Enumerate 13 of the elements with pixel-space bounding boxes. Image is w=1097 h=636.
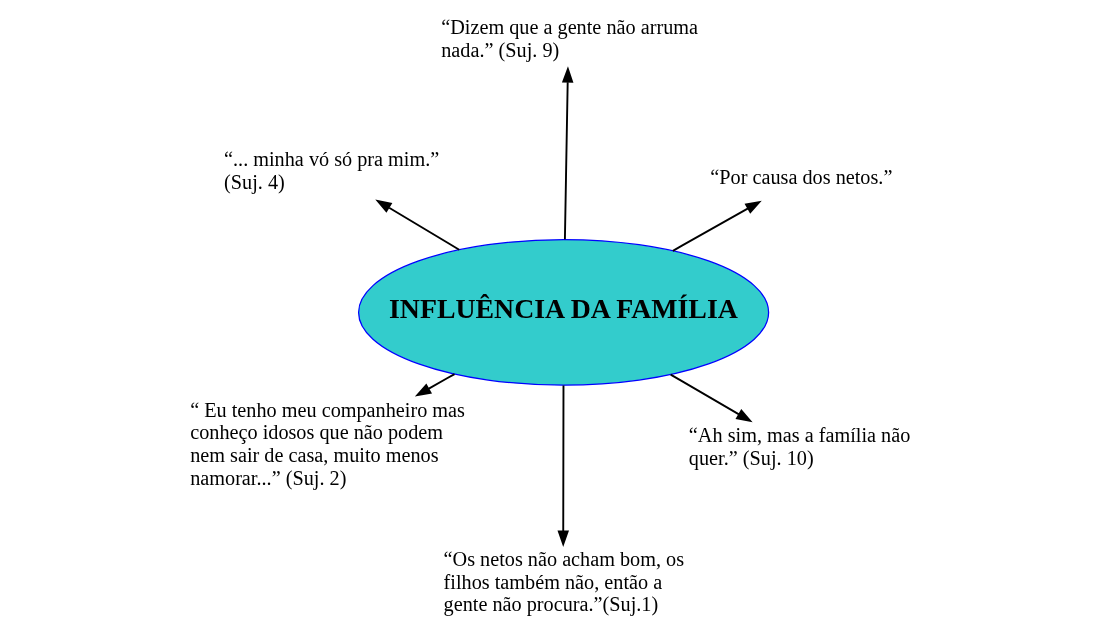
arrow — [556, 384, 569, 547]
node-text: “Dizem que a gente não arruma nada.” (Suj. 9) — [440, 16, 698, 62]
node-text: “Ah sim, mas a família não quer.” (Suj. 10) — [688, 424, 910, 470]
arrow — [374, 199, 460, 251]
node-text: “... minha vó só pra mim.” (Suj. 4) — [223, 148, 439, 194]
node-ellipse: INFLUÊNCIA DA FAMÍLIA — [357, 239, 769, 386]
node-text: “ Eu tenho meu companheiro mas conheço idosos que não podem nem sair de casa, muito menos namorar...” (Suj. 2) — [189, 398, 465, 489]
node-text: “Por causa dos netos.” — [709, 165, 892, 188]
arrow — [561, 66, 573, 241]
arrow — [414, 373, 455, 397]
arrow — [671, 200, 762, 252]
arrow — [669, 373, 753, 423]
node-text: “Os netos não acham bom, os filhos também não, então a gente não procura.”(Suj.1) — [443, 547, 684, 616]
